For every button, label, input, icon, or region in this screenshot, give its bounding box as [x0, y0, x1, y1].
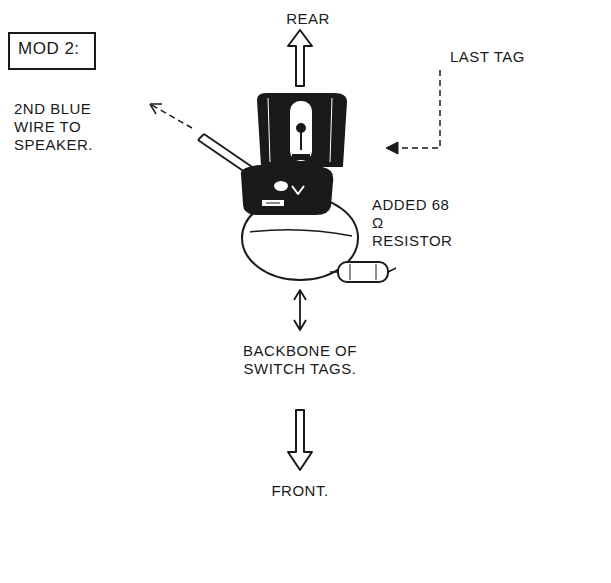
resistor-label: ADDED 68 Ω RESISTOR	[372, 196, 456, 250]
backbone-label: BACKBONE OF SWITCH TAGS.	[222, 342, 378, 378]
middle-tag	[242, 166, 332, 214]
wire-leader	[150, 104, 192, 128]
title-box: MOD 2:	[8, 32, 96, 70]
last-tag	[258, 94, 346, 166]
direction-label: FRONT.	[262, 482, 338, 500]
tag-leader	[398, 70, 440, 148]
direction-label: REAR	[278, 10, 338, 28]
mod-title: MOD 2:	[18, 39, 86, 59]
tag-label: LAST TAG	[450, 48, 560, 66]
rear-arrow	[288, 30, 312, 86]
front-arrow	[288, 410, 312, 470]
blue-wire	[198, 134, 280, 192]
backbone-arrow	[294, 290, 306, 330]
wire-label: 2ND BLUE WIRE TO SPEAKER.	[14, 100, 136, 154]
resistor-symbol	[338, 262, 388, 282]
